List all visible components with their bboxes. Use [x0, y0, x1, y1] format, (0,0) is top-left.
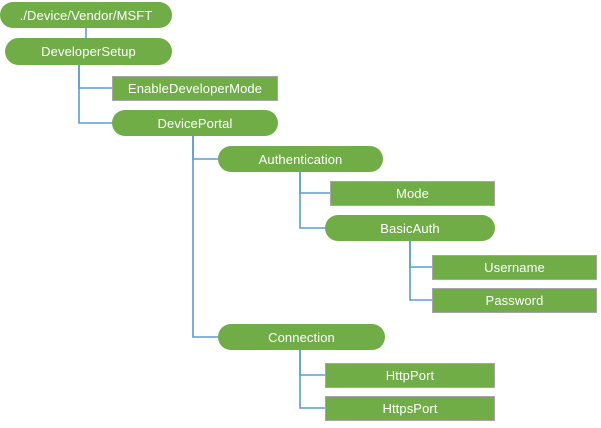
tree-node-label: HttpPort: [385, 368, 435, 383]
tree-node-label: EnableDeveloperMode: [127, 81, 263, 96]
tree-node-label: Username: [484, 260, 545, 275]
tree-node-label: Authentication: [258, 151, 343, 167]
connector-connection-to-httpport: [299, 349, 326, 376]
tree-node-connection[interactable]: Connection: [218, 324, 385, 350]
tree-node-mode[interactable]: Mode: [330, 181, 495, 206]
tree-node-label: BasicAuth: [380, 220, 440, 236]
tree-node-label: Password: [485, 293, 544, 308]
tree-node-label: DeveloperSetup: [41, 44, 136, 59]
connector-connection-to-httpsport: [299, 349, 326, 409]
connector-basicauth-to-password: [409, 240, 433, 301]
tree-node-httpsport[interactable]: HttpsPort: [325, 396, 495, 421]
tree-node-label: DevicePortal: [157, 115, 233, 131]
tree-node-enabledevelopermode[interactable]: EnableDeveloperMode: [112, 76, 278, 101]
tree-node-label: Mode: [396, 186, 429, 201]
tree-node-developersetup[interactable]: DeveloperSetup: [5, 38, 172, 65]
connector-authentication-to-mode: [299, 171, 331, 194]
tree-node-root[interactable]: ./Device/Vendor/MSFT: [0, 2, 172, 28]
connector-basicauth-to-username: [409, 240, 433, 268]
tree-node-label: ./Device/Vendor/MSFT: [19, 7, 153, 23]
tree-node-label: HttpsPort: [382, 401, 438, 416]
tree-node-username[interactable]: Username: [432, 255, 597, 280]
tree-node-authentication[interactable]: Authentication: [218, 146, 383, 172]
connector-deviceportal-to-authentication: [192, 135, 219, 160]
connector-deviceportal-to-connection: [192, 135, 219, 338]
tree-node-label: Connection: [268, 329, 335, 345]
tree-node-basicauth[interactable]: BasicAuth: [325, 215, 495, 241]
tree-node-password[interactable]: Password: [432, 288, 597, 313]
connector-developersetup-to-enabledevelopermode: [78, 64, 113, 89]
connector-authentication-to-basicauth: [299, 171, 326, 229]
tree-node-deviceportal[interactable]: DevicePortal: [112, 110, 278, 136]
connector-developersetup-to-deviceportal: [78, 64, 113, 124]
tree-node-httpport[interactable]: HttpPort: [325, 363, 495, 388]
